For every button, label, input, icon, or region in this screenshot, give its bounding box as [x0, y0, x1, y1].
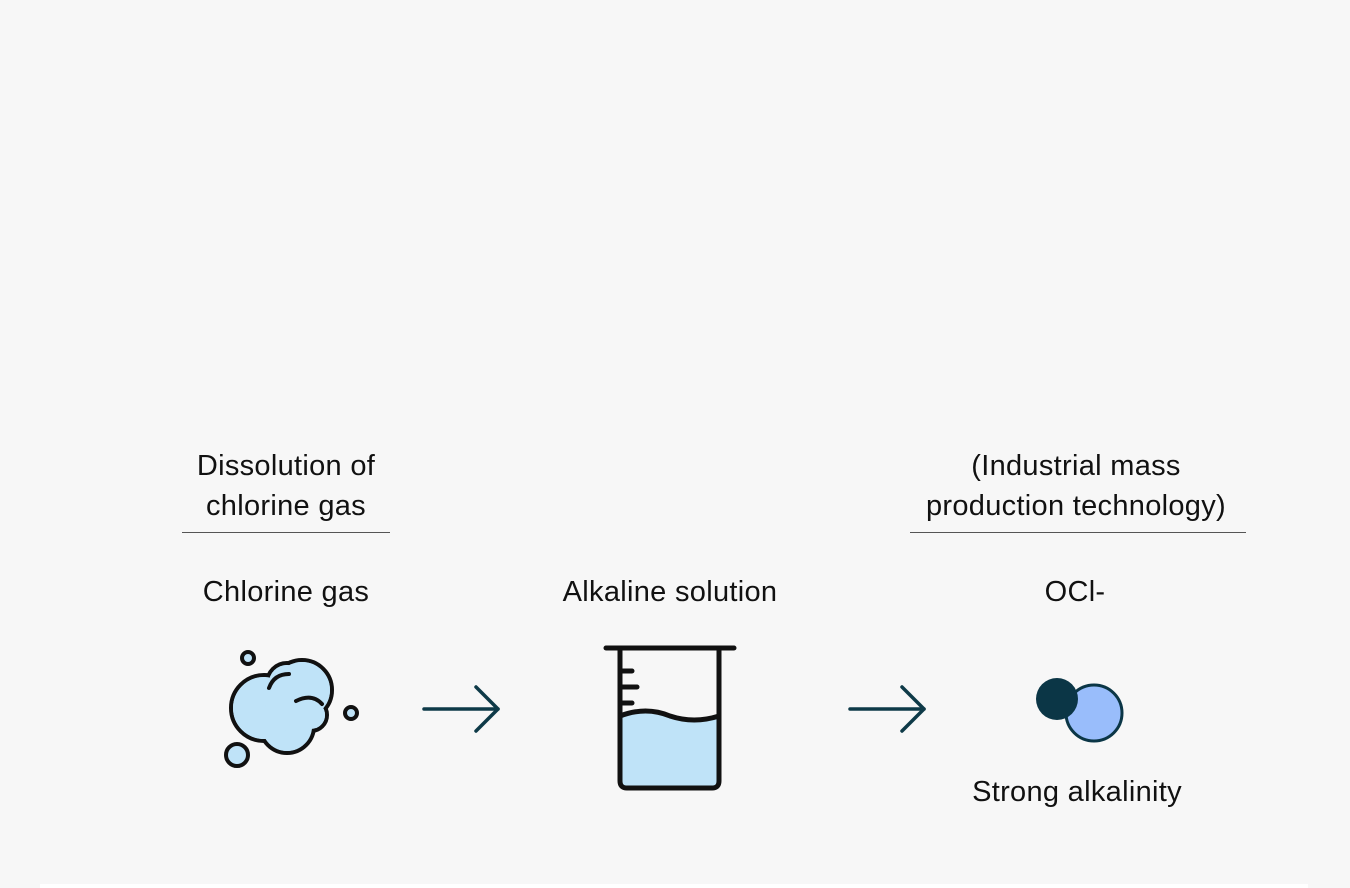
step-1-heading-line-1: Dissolution of — [196, 450, 376, 482]
step-1-heading-line-2: chlorine gas — [206, 490, 366, 522]
step-3-heading-line-2: production technology) — [925, 490, 1226, 522]
step-3-heading-line-1: (Industrial mass — [971, 450, 1181, 482]
chlorine-gas-label: Chlorine gas — [202, 576, 370, 608]
step-3-heading: (Industrial mass production technology) — [868, 446, 1284, 526]
alkaline-solution-label: Alkaline solution — [562, 576, 778, 608]
step-1-heading-rule — [182, 532, 390, 533]
step-1-heading: Dissolution of chlorine gas — [136, 446, 436, 526]
step-3-heading-rule — [910, 532, 1246, 533]
strong-alkalinity-label: Strong alkalinity — [972, 776, 1182, 808]
ocl-label: OCl- — [1044, 576, 1106, 608]
bottom-strip — [40, 884, 1308, 888]
